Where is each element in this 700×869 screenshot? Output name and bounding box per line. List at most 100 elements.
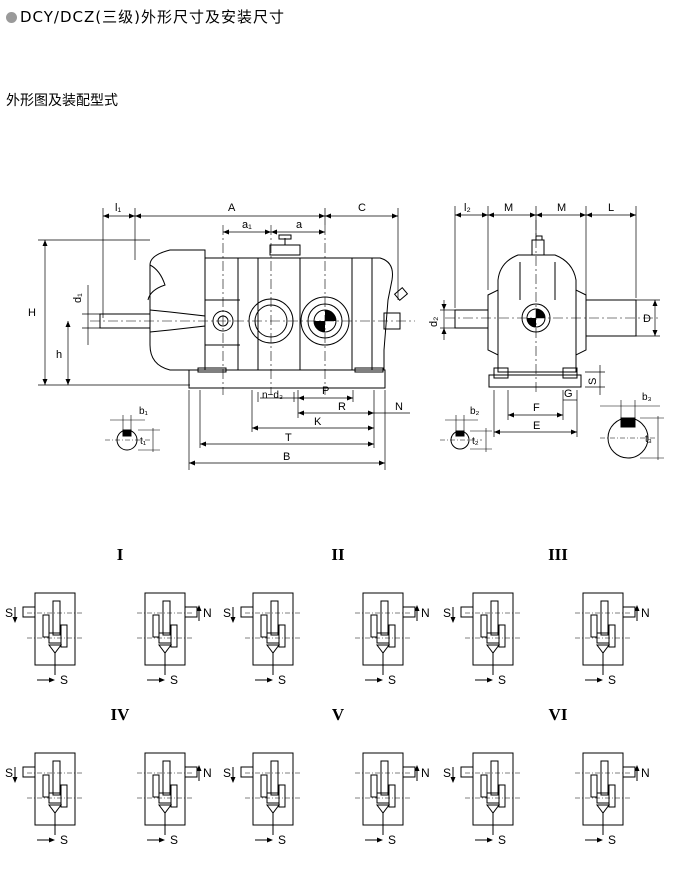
dim-F: F xyxy=(533,402,540,414)
dim-h: h xyxy=(56,349,62,361)
dim-b2: b₂ xyxy=(470,406,480,417)
assembly-roman-label: V xyxy=(332,705,345,724)
front-arrows xyxy=(42,213,398,466)
title-text: DCY/DCZ(三级)外形尺寸及安装尺寸 xyxy=(20,8,285,26)
section-subtitle: 外形图及装配型式 xyxy=(6,93,118,109)
output-label: S xyxy=(498,833,506,847)
dim-t1: t₁ xyxy=(140,436,147,447)
assembly-roman-label: III xyxy=(548,545,568,564)
gearbox-schematic: NS xyxy=(137,592,212,687)
output-label: S xyxy=(388,673,396,687)
output-label: S xyxy=(608,833,616,847)
dim-M-left: M xyxy=(504,202,513,214)
front-dimensions xyxy=(38,208,410,470)
dim-L: L xyxy=(608,202,614,214)
output-arrow-icon xyxy=(267,837,273,843)
direction-label: S xyxy=(5,606,13,620)
direction-label: N xyxy=(641,766,650,780)
direction-arrow-icon xyxy=(450,617,456,623)
oil-plug xyxy=(393,287,409,301)
front-labels: l₁ A C a₁ a H h d₁ n−d₃ P R N K T B xyxy=(28,202,403,463)
output-label: S xyxy=(60,673,68,687)
assembly-roman-label: VI xyxy=(549,705,568,724)
direction-label: N xyxy=(203,606,212,620)
output-label: S xyxy=(278,673,286,687)
direction-arrow-icon xyxy=(196,605,202,611)
dim-G: G xyxy=(564,388,573,400)
dim-N: N xyxy=(395,401,403,413)
direction-arrow-icon xyxy=(450,777,456,783)
dim-H: H xyxy=(28,307,36,319)
dim-a: a xyxy=(296,219,303,231)
direction-label: S xyxy=(443,606,451,620)
direction-arrow-icon xyxy=(634,765,640,771)
key-section-2: b₂ t₂ xyxy=(440,406,492,452)
output-arrow-icon xyxy=(49,837,55,843)
dim-T: T xyxy=(285,432,292,444)
direction-label: N xyxy=(641,606,650,620)
gearbox-schematic: NS xyxy=(355,752,430,847)
dim-t3: t₃ xyxy=(645,434,652,445)
dim-b3: b₃ xyxy=(642,392,652,403)
side-labels: l₂ M M L d₂ D S G F E xyxy=(428,202,651,432)
dim-R: R xyxy=(338,401,346,413)
input-shaft xyxy=(99,313,151,329)
output-label: S xyxy=(60,833,68,847)
dim-K: K xyxy=(314,416,322,428)
direction-arrow-icon xyxy=(414,605,420,611)
dim-S: S xyxy=(587,378,599,385)
assembly-roman-label: I xyxy=(117,545,124,564)
dim-C: C xyxy=(358,202,366,214)
assembly-roman-label: II xyxy=(331,545,345,564)
gearbox-schematic: SS xyxy=(5,752,83,847)
output-arrow-icon xyxy=(267,677,273,683)
gearbox-schematic: NS xyxy=(355,592,430,687)
side-base xyxy=(488,374,582,388)
side-input-shaft xyxy=(454,309,489,329)
dim-l2: l₂ xyxy=(464,202,471,214)
output-label: S xyxy=(388,833,396,847)
dim-d1: d₁ xyxy=(72,293,84,303)
assembly-roman-label: IV xyxy=(111,705,131,724)
output-arrow-icon xyxy=(377,677,383,683)
direction-arrow-icon xyxy=(12,617,18,623)
output-label: S xyxy=(278,833,286,847)
output-arrow-icon xyxy=(597,837,603,843)
housing-body xyxy=(149,249,393,371)
direction-label: S xyxy=(443,766,451,780)
side-dimensions xyxy=(440,206,660,437)
dim-P: P xyxy=(322,385,329,397)
direction-label: N xyxy=(421,766,430,780)
output-arrow-icon xyxy=(487,837,493,843)
direction-arrow-icon xyxy=(634,605,640,611)
direction-arrow-icon xyxy=(196,765,202,771)
gearbox-schematic: SS xyxy=(5,592,83,687)
dim-t2: t₂ xyxy=(472,436,479,447)
output-label: S xyxy=(170,673,178,687)
side-housing xyxy=(497,254,577,373)
dim-d2: d₂ xyxy=(428,317,440,327)
output-arrow-icon xyxy=(597,677,603,683)
output-label: S xyxy=(608,673,616,687)
gearbox-schematic: NS xyxy=(575,592,650,687)
direction-label: N xyxy=(421,606,430,620)
dim-A: A xyxy=(228,202,236,214)
dim-E: E xyxy=(533,420,540,432)
direction-label: S xyxy=(223,606,231,620)
output-arrow-icon xyxy=(377,837,383,843)
gearbox-schematic: SS xyxy=(443,592,521,687)
key-section-3: b₃ t₃ xyxy=(600,392,664,460)
gearbox-schematic: NS xyxy=(575,752,650,847)
page-title: DCY/DCZ(三级)外形尺寸及安装尺寸 xyxy=(6,6,285,27)
direction-arrow-icon xyxy=(230,777,236,783)
gearbox-schematic: SS xyxy=(443,752,521,847)
gearbox-schematic: SS xyxy=(223,592,301,687)
direction-label: S xyxy=(5,766,13,780)
dim-b1: b₁ xyxy=(139,406,149,417)
direction-label: S xyxy=(223,766,231,780)
